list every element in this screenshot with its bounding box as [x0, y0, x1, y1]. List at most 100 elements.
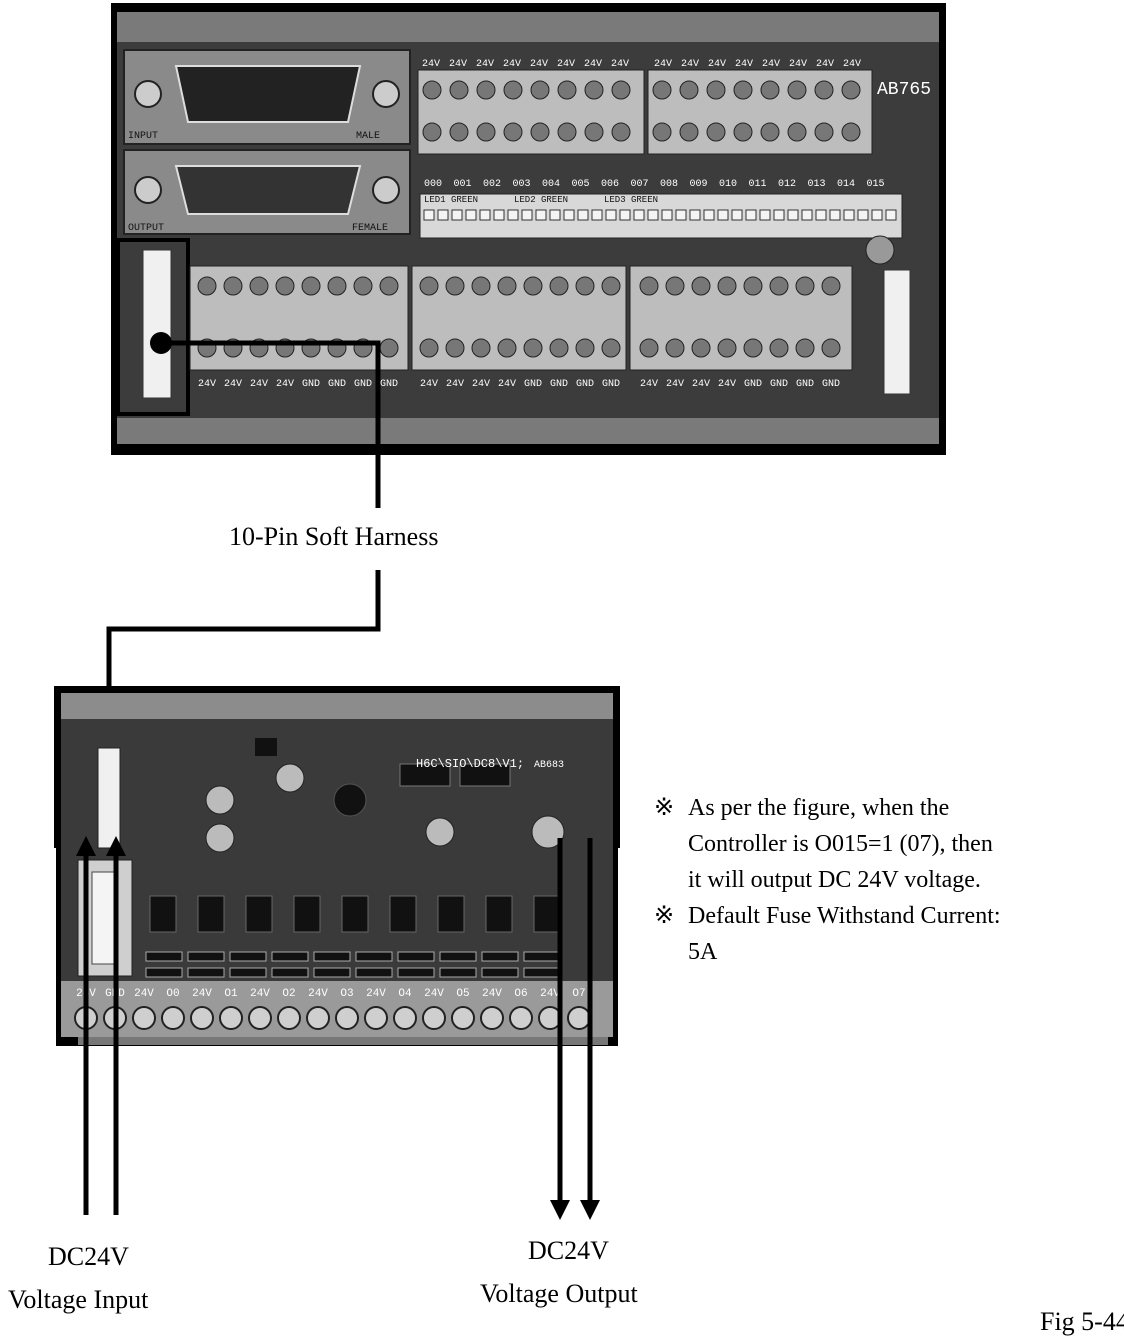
terminal-screw — [446, 277, 464, 295]
led-indicator — [466, 210, 476, 220]
led-indicator — [424, 210, 434, 220]
bottom-terminal-label: GND — [770, 379, 788, 390]
output-number-label: 015 — [867, 179, 885, 190]
note-2-symbol: ※ — [654, 898, 688, 934]
led-group-label: LED1 GREEN — [424, 195, 478, 205]
led-indicator — [872, 210, 882, 220]
output-number-label: 008 — [660, 179, 678, 190]
top-24v-label: 24V — [476, 59, 494, 70]
led-indicator — [550, 210, 560, 220]
terminal-screw — [680, 81, 698, 99]
male-label: MALE — [356, 131, 380, 142]
terminal-screw — [602, 339, 620, 357]
note-2-line-2: 5A — [654, 934, 1114, 970]
terminal-screw — [446, 339, 464, 357]
led-indicator — [494, 210, 504, 220]
led-indicator — [704, 210, 714, 220]
terminal-screw — [481, 1007, 503, 1029]
terminal-screw — [707, 81, 725, 99]
relay — [246, 896, 272, 932]
terminal-screw — [576, 277, 594, 295]
led-indicator — [690, 210, 700, 220]
top-24v-label: 24V — [843, 59, 861, 70]
relay — [534, 896, 560, 932]
terminal-screw — [666, 339, 684, 357]
dc-terminal-label: 24V — [192, 988, 212, 1000]
terminal-screw — [498, 277, 516, 295]
led-indicator — [620, 210, 630, 220]
bottom-terminal-label: GND — [744, 379, 762, 390]
terminal-screw — [815, 123, 833, 141]
led-group-label: LED3 GREEN — [604, 195, 658, 205]
dc-terminal-label: 24V — [366, 988, 386, 1000]
output-number-label: 012 — [778, 179, 796, 190]
terminal-screw — [568, 1007, 590, 1029]
terminal-screw — [718, 339, 736, 357]
diode — [146, 952, 182, 961]
terminal-screw — [531, 81, 549, 99]
terminal-screw — [796, 339, 814, 357]
terminal-screw — [477, 81, 495, 99]
bottom-terminal-label: GND — [328, 379, 346, 390]
diode — [482, 968, 518, 977]
terminal-screw — [380, 277, 398, 295]
terminal-screw — [336, 1007, 358, 1029]
bottom-terminal-label: 24V — [498, 379, 516, 390]
led-indicator — [774, 210, 784, 220]
top-24v-label: 24V — [681, 59, 699, 70]
relay — [342, 896, 368, 932]
terminal-screw — [365, 1007, 387, 1029]
diode — [314, 952, 350, 961]
bottom-terminal-label: 24V — [640, 379, 658, 390]
note-2: ※Default Fuse Withstand Current: 5A — [654, 898, 1114, 970]
terminal-screw — [788, 123, 806, 141]
diode — [314, 968, 350, 977]
terminal-screw — [640, 277, 658, 295]
terminal-screw — [524, 277, 542, 295]
led-indicator — [508, 210, 518, 220]
top-24v-label: 24V — [557, 59, 575, 70]
terminal-screw — [198, 277, 216, 295]
output-number-label: 000 — [424, 179, 442, 190]
top-24v-label: 24V — [789, 59, 807, 70]
terminal-screw — [477, 123, 495, 141]
terminal-screw — [423, 81, 441, 99]
led-indicator — [760, 210, 770, 220]
diode — [398, 952, 434, 961]
terminal-screw — [498, 339, 516, 357]
terminal-screw — [504, 81, 522, 99]
top-10pin-connector — [143, 250, 171, 398]
capacitor — [866, 236, 894, 264]
top-24v-label: 24V — [530, 59, 548, 70]
terminal-screw — [842, 123, 860, 141]
top-board-model: AB765 — [877, 80, 931, 100]
led-indicator — [438, 210, 448, 220]
output-number-label: 011 — [749, 179, 767, 190]
led-indicator — [662, 210, 672, 220]
output-number-label: 004 — [542, 179, 560, 190]
terminal-screw — [380, 339, 398, 357]
output-number-label: 010 — [719, 179, 737, 190]
top-24v-label: 24V — [584, 59, 602, 70]
relay — [390, 896, 416, 932]
terminal-screw — [524, 339, 542, 357]
led-indicator — [592, 210, 602, 220]
diode — [146, 968, 182, 977]
harness-label: 10-Pin Soft Harness — [229, 522, 438, 552]
output-number-label: 001 — [454, 179, 472, 190]
relay — [486, 896, 512, 932]
led-indicator — [522, 210, 532, 220]
input-label: INPUT — [128, 131, 158, 142]
bottom-terminal-label: GND — [796, 379, 814, 390]
bottom-terminal-label: GND — [550, 379, 568, 390]
terminal-screw — [307, 1007, 329, 1029]
diode — [356, 952, 392, 961]
diode — [524, 952, 560, 961]
terminal-screw — [423, 123, 441, 141]
dc-board-model: AB683 — [534, 760, 564, 771]
led-indicator — [676, 210, 686, 220]
output-number-label: 013 — [808, 179, 826, 190]
led-indicator — [746, 210, 756, 220]
note-1: ※As per the figure, when the Controller … — [654, 790, 1094, 898]
